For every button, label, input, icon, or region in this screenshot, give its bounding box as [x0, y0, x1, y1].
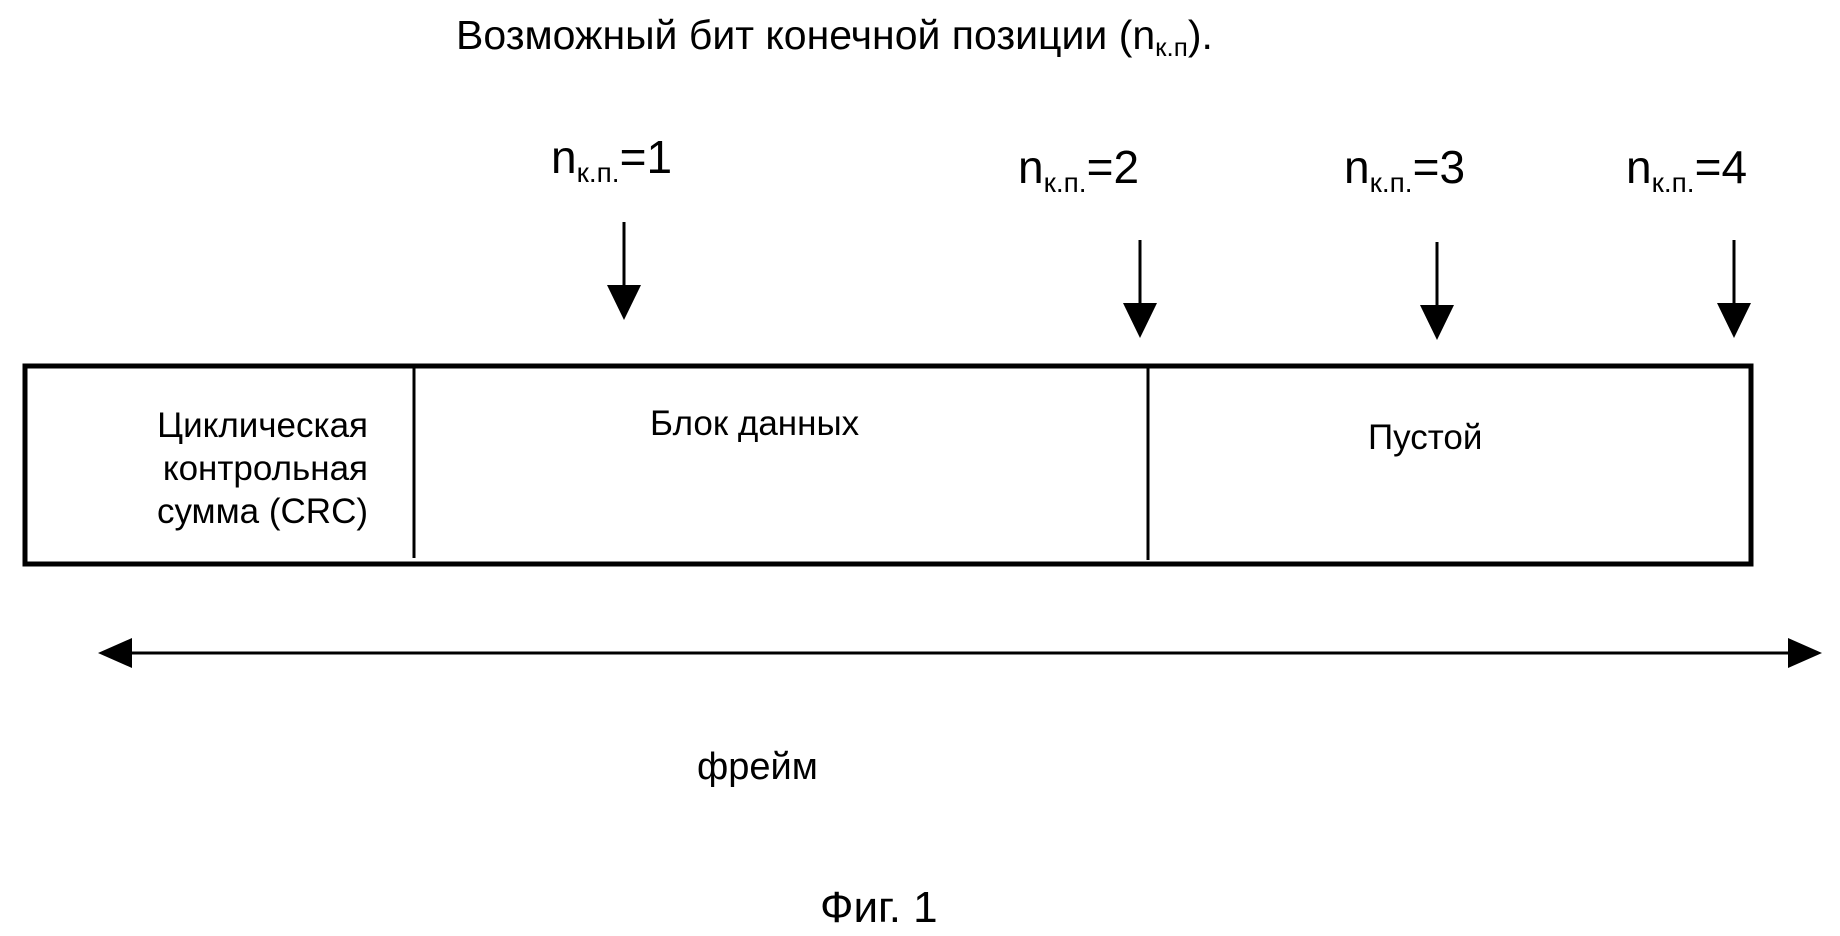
figure-caption: Фиг. 1 — [820, 883, 938, 933]
frame-span-arrow — [98, 638, 1822, 668]
end-position-arrow-2 — [1123, 240, 1157, 338]
crc-line-3: сумма (CRC) — [116, 490, 368, 533]
frame-label: фрейм — [697, 746, 818, 789]
crc-line-1: Циклическая — [116, 404, 368, 447]
crc-block-label: Циклическая контрольная сумма (CRC) — [116, 404, 368, 533]
end-position-arrow-4 — [1717, 240, 1751, 338]
empty-block-label: Пустой — [1368, 416, 1482, 459]
end-position-arrow-3 — [1420, 242, 1454, 340]
data-block-label: Блок данных — [650, 402, 859, 445]
end-position-arrow-1 — [607, 222, 641, 320]
crc-line-2: контрольная — [116, 447, 368, 490]
